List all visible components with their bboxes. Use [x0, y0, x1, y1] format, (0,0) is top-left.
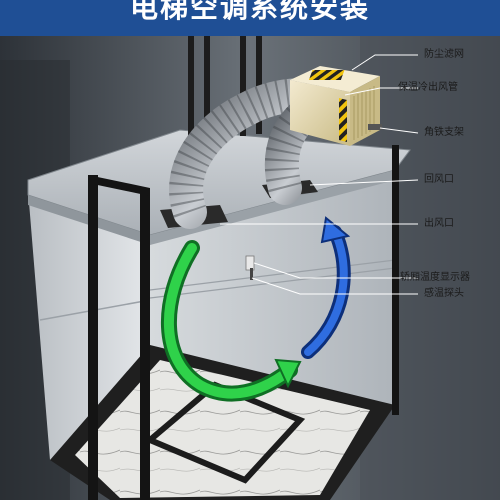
label-mount-bracket: 角铁支架	[424, 127, 464, 138]
supply-arrow-head	[274, 358, 302, 389]
elevator-illustration	[0, 36, 500, 500]
label-return-vent: 回风口	[424, 174, 454, 185]
title-banner: 电梯空调系统安装	[0, 0, 500, 36]
frame-beam	[392, 145, 399, 415]
banner-title: 电梯空调系统安装	[129, 0, 370, 24]
label-dust-filter: 防尘滤网	[424, 49, 464, 60]
label-insulated-duct: 保温冷出风管	[398, 82, 458, 93]
frame-beam	[88, 175, 98, 500]
frame-beam	[140, 190, 150, 500]
label-outlet-vent: 出风口	[424, 218, 454, 229]
temp-probe	[250, 268, 253, 280]
label-temp-display: 轿厢温度显示器	[400, 272, 470, 283]
label-temp-probe: 感温探头	[424, 288, 464, 299]
temp-display	[245, 255, 255, 271]
ac-unit	[290, 80, 350, 146]
leader-lines	[220, 54, 419, 295]
